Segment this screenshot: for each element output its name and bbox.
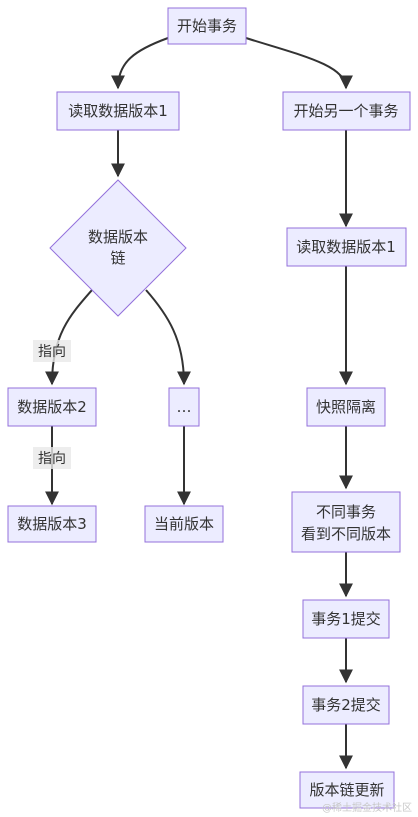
edge-chain-to-version2	[45, 289, 93, 386]
node-label: 事务1提交	[311, 610, 381, 628]
node-snapshot-isolation[interactable]: 快照隔离	[306, 387, 386, 427]
edges	[45, 37, 353, 770]
node-label: 当前版本	[154, 515, 214, 533]
edge-label-text: 指向	[38, 451, 66, 467]
node-version-chain-diamond[interactable]: 数据版本 链	[49, 179, 187, 317]
node-tx2-commit[interactable]: 事务2提交	[302, 685, 390, 725]
node-label: 版本链更新	[309, 781, 384, 799]
node-label-line2: 看到不同版本	[301, 525, 391, 543]
node-label-line2: 链	[110, 249, 125, 267]
edge-start-to-other-tx	[245, 37, 353, 90]
node-tx1-commit[interactable]: 事务1提交	[302, 599, 390, 639]
node-label: 读取数据版本1	[68, 102, 168, 120]
node-label-line1: 数据版本	[88, 228, 148, 246]
node-label: 数据版本3	[17, 515, 87, 533]
node-read-version1-left[interactable]: 读取数据版本1	[56, 91, 180, 131]
node-label: 快照隔离	[316, 398, 376, 416]
node-start-other-transaction[interactable]: 开始另一个事务	[282, 91, 411, 131]
node-label: 数据版本2	[17, 398, 87, 416]
edge-chain-to-ellipsis	[145, 289, 191, 386]
node-data-version2[interactable]: 数据版本2	[7, 387, 97, 427]
edge-label-text: 指向	[38, 344, 66, 360]
edge-start-to-read-left	[111, 37, 169, 90]
node-start-transaction[interactable]: 开始事务	[167, 7, 247, 45]
edge-label-points-to-a: 指向	[33, 340, 71, 362]
node-label: 开始事务	[177, 17, 237, 35]
watermark-text: @稀土掘金技术社区	[322, 803, 412, 814]
node-label-line1: 不同事务	[316, 503, 376, 521]
edge-label-points-to-b: 指向	[33, 447, 71, 469]
node-different-tx-different-version[interactable]: 不同事务 看到不同版本	[291, 491, 401, 553]
node-data-version3[interactable]: 数据版本3	[7, 505, 97, 543]
node-label: 事务2提交	[311, 696, 381, 714]
node-current-version[interactable]: 当前版本	[144, 505, 224, 543]
node-version-chain-update[interactable]: 版本链更新	[299, 771, 395, 809]
node-label: …	[177, 398, 192, 416]
node-ellipsis[interactable]: …	[168, 387, 200, 427]
node-label: 开始另一个事务	[293, 102, 398, 120]
node-read-version1-right[interactable]: 读取数据版本1	[286, 227, 407, 267]
node-label: 读取数据版本1	[296, 238, 396, 256]
